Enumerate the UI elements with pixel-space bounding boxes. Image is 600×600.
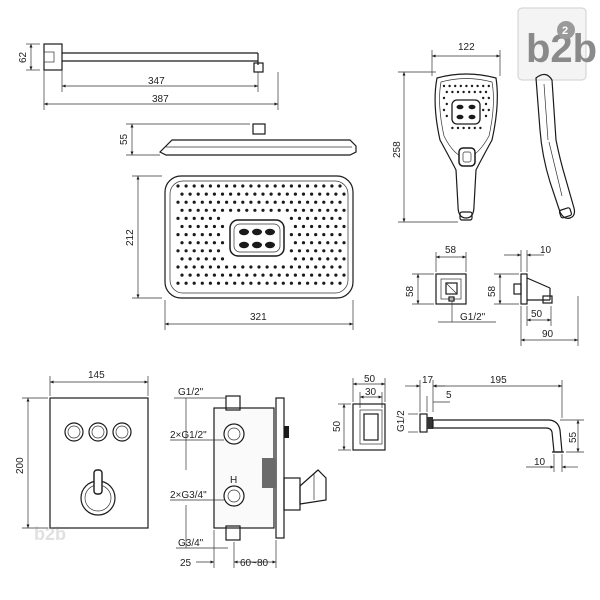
holder-front-view: 58 58 G1/2" — [405, 245, 496, 323]
nozzle-grid — [176, 184, 346, 285]
dim-head-width: 321 — [250, 312, 267, 323]
dim-valve-wall: 25 — [180, 558, 192, 569]
hand-shower-side-view — [535, 73, 576, 219]
concealed-valve-side-view: H G1/2" 2×G1/2" 2×G3/4" G3/4" 25 60~80 — [170, 387, 327, 569]
dim-spout-plate-inner: 30 — [365, 387, 377, 398]
dim-holder-front-h: 58 — [405, 285, 416, 297]
dim-holder-side-h: 58 — [487, 285, 498, 297]
hand-nozzle-grid — [442, 84, 490, 130]
dim-spout-gap: 5 — [446, 390, 452, 401]
dim-valve-top-thread: G1/2" — [178, 387, 204, 398]
dim-spout-rose: 17 — [422, 375, 434, 386]
dim-arm-height: 62 — [18, 51, 29, 63]
dim-valve-bottom-thread: G3/4" — [178, 538, 204, 549]
dim-spout-length: 195 — [490, 375, 507, 386]
dim-spout-plate-h: 50 — [332, 420, 343, 432]
dim-spout-thread: G1/2 — [396, 410, 407, 432]
logo-badge: 2 — [562, 25, 568, 37]
hand-shower-front-view: 122 258 — [392, 42, 501, 223]
dim-hand-length: 258 — [392, 141, 403, 158]
dim-panel-width: 145 — [88, 370, 105, 381]
dim-head-depth: 212 — [125, 229, 136, 246]
dim-valve-depth: 60~80 — [240, 558, 269, 569]
dim-holder-side-w: 10 — [540, 245, 552, 256]
dim-holder-thread: G1/2" — [460, 312, 486, 323]
dim-valve-low-thread: 2×G3/4" — [170, 490, 207, 501]
dim-head-thickness: 55 — [119, 133, 130, 145]
brand-logo: b2b 2 — [517, 7, 597, 81]
dim-holder-side-depth: 50 — [531, 309, 543, 320]
dim-valve-mid-thread: 2×G1/2" — [170, 430, 207, 441]
shower-arm-view: 62 347 387 — [18, 43, 279, 110]
svg-text:H: H — [230, 475, 237, 486]
shower-head-side-view: 55 — [119, 123, 357, 156]
watermark-logo: b2b — [34, 524, 66, 544]
svg-text:b2b: b2b — [34, 524, 66, 544]
dim-holder-side-total: 90 — [542, 329, 554, 340]
holder-side-view: 10 58 50 90 — [487, 245, 579, 346]
dim-hand-width: 122 — [458, 42, 475, 53]
dim-arm-total: 387 — [152, 94, 169, 105]
dim-spout-tip: 10 — [534, 457, 546, 468]
control-panel-front-view: 145 200 — [15, 370, 149, 529]
dim-spout-height: 55 — [568, 431, 579, 443]
dim-spout-plate-w: 50 — [364, 374, 376, 385]
dim-arm-length: 347 — [148, 76, 165, 87]
spout-plate-front-view: 50 30 50 — [332, 374, 386, 451]
dim-panel-height: 200 — [15, 457, 26, 474]
shower-head-top-view: 212 321 — [125, 175, 354, 330]
spout-side-view: G1/2 17 5 195 55 10 — [396, 375, 584, 472]
dim-holder-front-w: 58 — [445, 245, 457, 256]
